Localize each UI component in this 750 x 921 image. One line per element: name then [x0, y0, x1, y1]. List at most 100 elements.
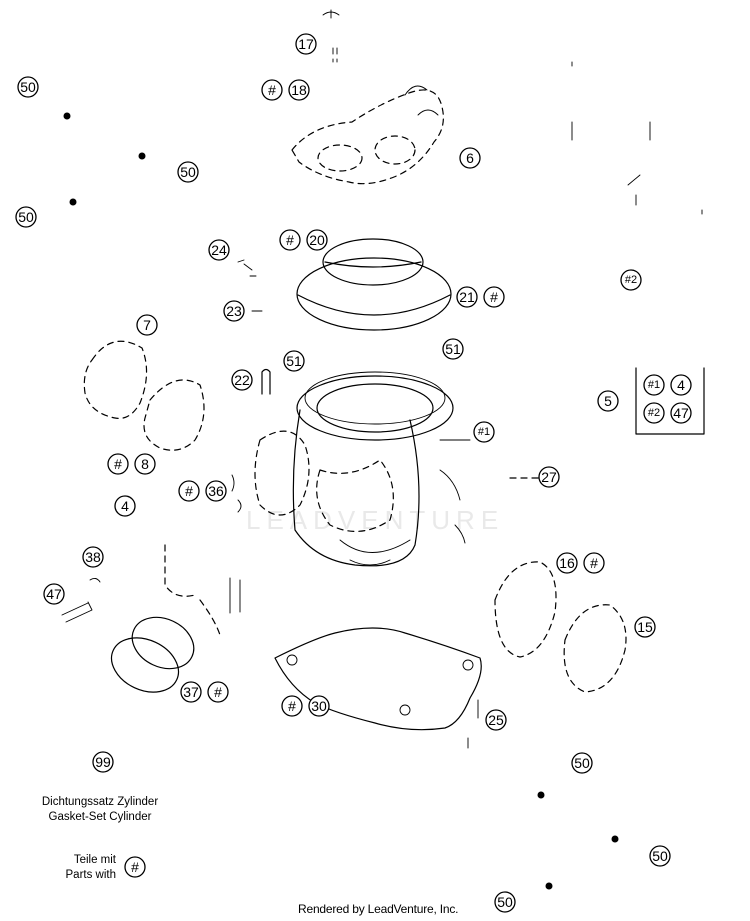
svg-text:25: 25: [488, 712, 504, 728]
callout-16[interactable]: 16: [556, 552, 578, 574]
callout-50[interactable]: 50: [17, 76, 39, 98]
cylinder-body: [231, 371, 466, 567]
svg-text:50: 50: [574, 755, 590, 771]
callout-5[interactable]: 5: [597, 390, 619, 412]
svg-text:#: #: [268, 82, 276, 98]
callout-hash[interactable]: #: [107, 453, 129, 475]
part-16-gasket: [494, 561, 557, 658]
callout-25[interactable]: 25: [485, 709, 507, 731]
svg-text:16: 16: [559, 555, 575, 571]
svg-text:#: #: [131, 859, 139, 875]
part-5-set-box: [635, 367, 705, 435]
callout-37[interactable]: 37: [180, 681, 202, 703]
part-50-screw-dot: [63, 112, 71, 120]
svg-text:#2: #2: [648, 407, 660, 419]
callout-hash[interactable]: #: [178, 480, 200, 502]
svg-text:51: 51: [286, 353, 302, 369]
callout-50[interactable]: 50: [649, 845, 671, 867]
callout-7[interactable]: 7: [136, 314, 158, 336]
callout-hash[interactable]: #: [279, 229, 301, 251]
callout-23[interactable]: 23: [223, 300, 245, 322]
part-8-gasket: [143, 379, 205, 451]
svg-text:#2: #2: [625, 274, 637, 286]
svg-text:18: 18: [291, 82, 307, 98]
caption-line-de: Dichtungssatz Zylinder: [41, 796, 159, 808]
callout-50[interactable]: 50: [15, 206, 37, 228]
callout-6[interactable]: 6: [459, 147, 481, 169]
callout-24[interactable]: 24: [208, 239, 230, 261]
callout-hash-2[interactable]: #2: [620, 269, 642, 291]
note-line-de: Teile mit: [73, 854, 116, 866]
callout-20[interactable]: 20: [306, 229, 328, 251]
callout-4[interactable]: 4: [670, 374, 692, 396]
callout-51[interactable]: 51: [442, 338, 464, 360]
callout-38[interactable]: 38: [82, 546, 104, 568]
part-50-screw-dot: [138, 152, 146, 160]
svg-text:23: 23: [226, 303, 242, 319]
svg-text:50: 50: [497, 894, 513, 910]
svg-text:#: #: [185, 483, 193, 499]
svg-text:7: 7: [143, 317, 151, 333]
callout-hash[interactable]: #: [483, 286, 505, 308]
callout-99[interactable]: 99: [92, 751, 114, 773]
svg-text:4: 4: [121, 498, 129, 514]
callout-18[interactable]: 18: [288, 79, 310, 101]
watermark: LEADVENTURE: [246, 505, 505, 535]
part-50-screw-dot: [537, 791, 545, 799]
part-2-valve: [571, 61, 703, 215]
footer-credit: Rendered by LeadVenture, Inc.: [298, 902, 459, 916]
svg-text:22: 22: [234, 372, 250, 388]
callout-hash-1[interactable]: #1: [473, 421, 495, 443]
svg-text:#: #: [590, 555, 598, 571]
part-38-washer: [89, 577, 101, 583]
part-21-o-ring: [296, 257, 452, 331]
part-50-screw-dot: [611, 835, 619, 843]
legend-hash-symbol: #: [124, 856, 146, 878]
part-25-dowel: [467, 699, 479, 749]
callout-51[interactable]: 51: [283, 350, 305, 372]
part-24-stud: [237, 259, 257, 277]
callout-hash-1[interactable]: #1: [643, 374, 665, 396]
svg-text:6: 6: [466, 150, 474, 166]
svg-text:#: #: [114, 456, 122, 472]
svg-text:50: 50: [18, 209, 34, 225]
note-line-en: Parts with: [65, 869, 117, 881]
callout-hash-2[interactable]: #2: [643, 402, 665, 424]
part-7-cover: [83, 340, 148, 420]
callout-47[interactable]: 47: [43, 583, 65, 605]
callout-27[interactable]: 27: [538, 466, 560, 488]
part-37-o-rings: [110, 616, 195, 693]
part-30-base-gasket: [274, 627, 482, 731]
callout-30[interactable]: 30: [308, 695, 330, 717]
svg-text:27: 27: [541, 469, 557, 485]
callout-36[interactable]: 36: [205, 480, 227, 502]
svg-text:30: 30: [311, 698, 327, 714]
callout-21[interactable]: 21: [456, 286, 478, 308]
svg-text:51: 51: [445, 341, 461, 357]
svg-text:#1: #1: [648, 379, 660, 391]
callout-hash[interactable]: #: [207, 681, 229, 703]
part-50-screw-dot: [545, 882, 553, 890]
callout-hash[interactable]: #: [261, 79, 283, 101]
callout-8[interactable]: 8: [134, 453, 156, 475]
svg-text:50: 50: [20, 79, 36, 95]
svg-text:99: 99: [95, 754, 111, 770]
svg-text:47: 47: [46, 586, 62, 602]
callout-hash[interactable]: #: [281, 695, 303, 717]
gasket-set-caption: Dichtungssatz Zylinder Gasket-Set Cylind…: [20, 795, 180, 825]
svg-text:47: 47: [673, 405, 689, 421]
callout-47[interactable]: 47: [670, 402, 692, 424]
callout-50[interactable]: 50: [571, 752, 593, 774]
callout-15[interactable]: 15: [634, 616, 656, 638]
callout-50[interactable]: 50: [494, 891, 516, 913]
svg-text:#: #: [288, 698, 296, 714]
svg-text:#: #: [286, 232, 294, 248]
part-20-gasket-ring: [322, 238, 424, 286]
callout-22[interactable]: 22: [231, 369, 253, 391]
callout-hash[interactable]: #: [583, 552, 605, 574]
callout-4[interactable]: 4: [114, 495, 136, 517]
part-17-bolt: [322, 9, 340, 63]
svg-text:#: #: [214, 684, 222, 700]
callout-50[interactable]: 50: [177, 161, 199, 183]
callout-17[interactable]: 17: [295, 33, 317, 55]
